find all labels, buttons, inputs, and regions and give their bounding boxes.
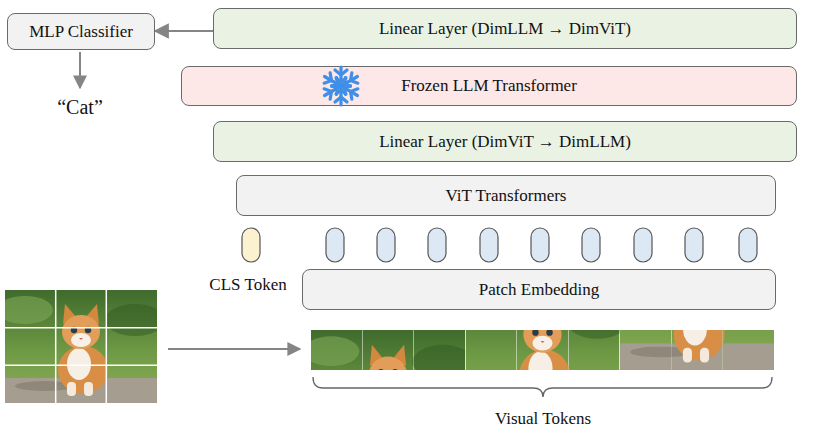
classifier-box: MLP Classifier — [7, 13, 155, 50]
frozen-llm-box: Frozen LLM Transformer — [181, 66, 797, 106]
box-text: Frozen LLM Transformer — [401, 76, 577, 96]
patch-embedding-box: Patch Embedding — [302, 269, 776, 310]
token-label: CLS Token — [209, 275, 286, 295]
box-text: Linear Layer (DimViT → DimLLM) — [379, 132, 631, 152]
linear-layer-box: Linear Layer (DimViT → DimLLM) — [213, 121, 797, 162]
box-text: MLP Classifier — [29, 22, 133, 42]
bracket-label: Visual Tokens — [495, 409, 591, 429]
box-text: Patch Embedding — [479, 280, 599, 300]
output-label: “Cat” — [57, 96, 103, 119]
snowflake-icon — [319, 64, 363, 108]
vit-box: ViT Transformers — [236, 175, 776, 216]
arrow-connector — [155, 30, 213, 32]
box-text: Linear Layer (DimLLM → DimViT) — [379, 19, 631, 39]
box-text: ViT Transformers — [446, 186, 567, 206]
linear-layer-box: Linear Layer (DimLLM → DimViT) — [213, 8, 797, 49]
